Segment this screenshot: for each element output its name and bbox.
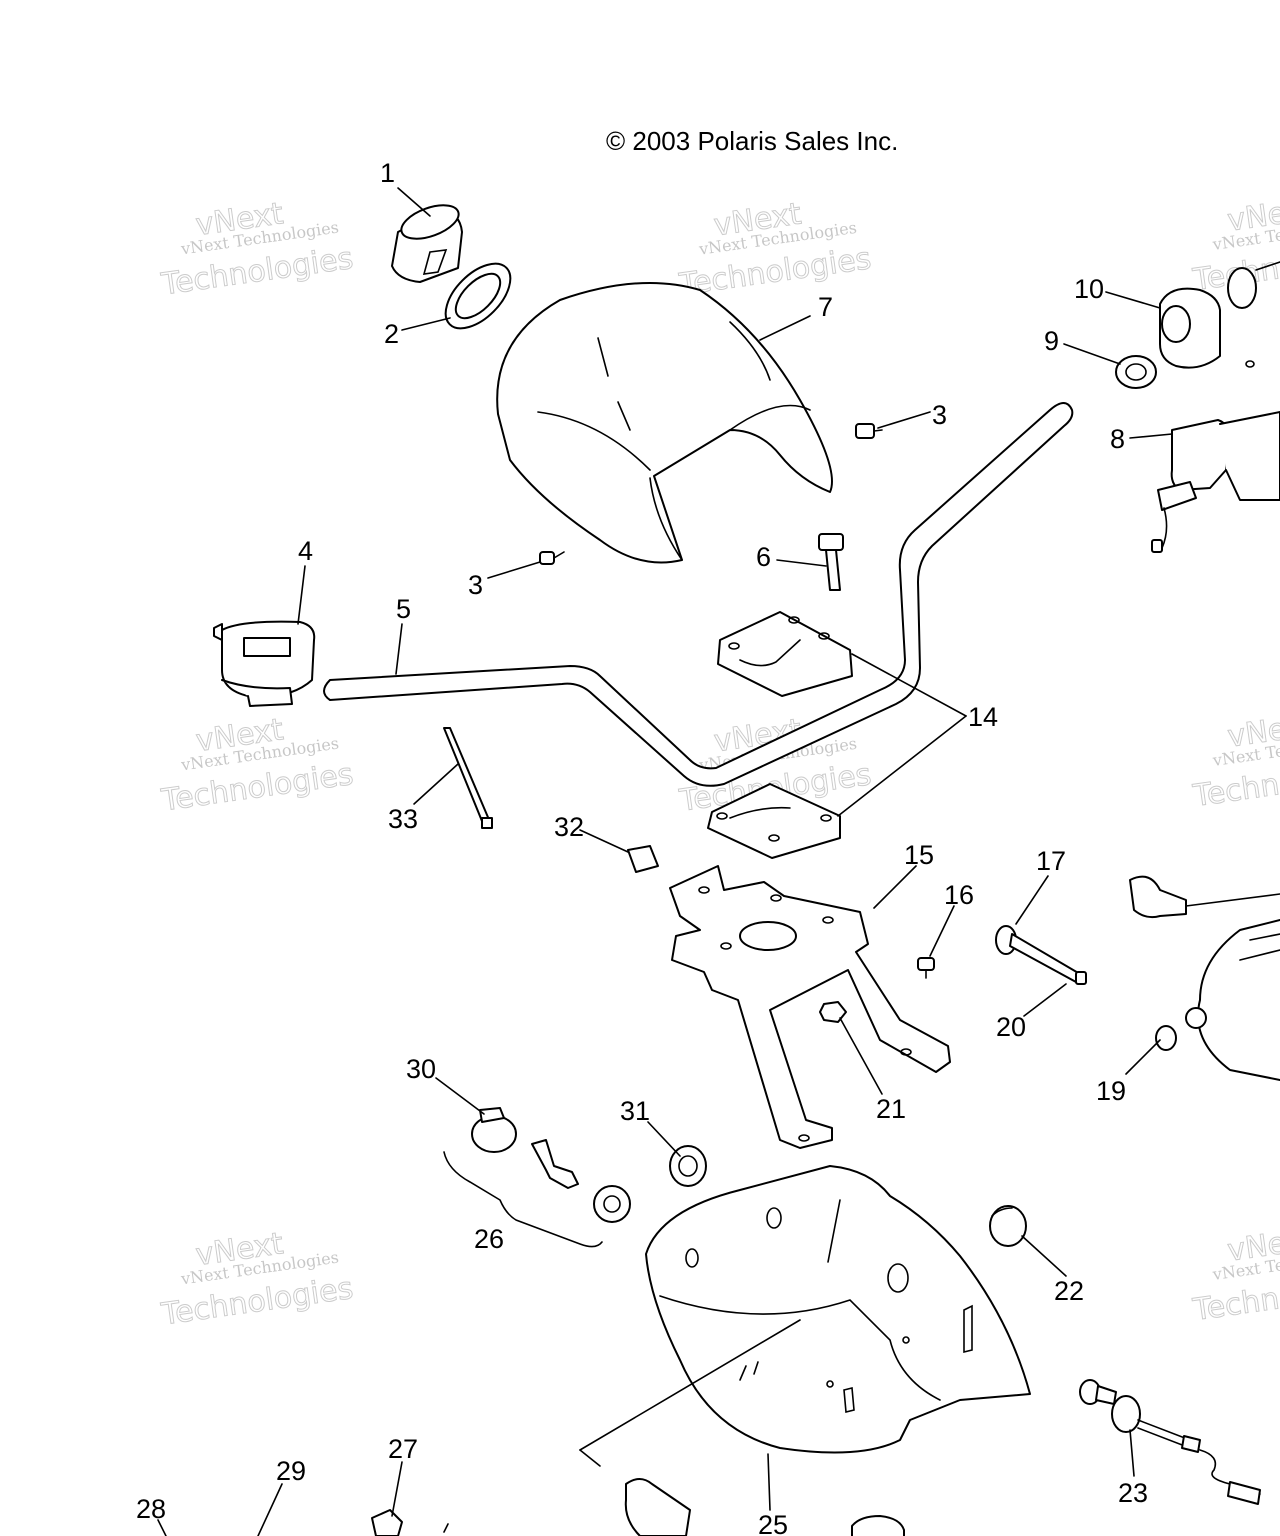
headlight-bulb xyxy=(1129,875,1280,919)
part-10-switch-block xyxy=(1159,261,1280,369)
part-26-key xyxy=(531,1139,579,1189)
part-17-adjuster-screw xyxy=(995,925,1087,985)
part-1-bushing xyxy=(391,204,463,283)
part-7-pod-cover xyxy=(496,281,833,564)
watermark-mid-right: vNext vNext Technologies Technologies xyxy=(1190,707,1280,814)
callout-25: 25 xyxy=(758,1510,788,1536)
callout-27: 27 xyxy=(388,1434,418,1464)
part-5-handlebar xyxy=(323,402,1074,787)
callout-4: 4 xyxy=(298,536,313,566)
part-2-ring xyxy=(444,262,512,330)
callout-20: 20 xyxy=(996,1012,1026,1042)
watermark-top-center: vNext vNext Technologies Technologies xyxy=(676,196,874,303)
bottom-connector xyxy=(624,1478,691,1536)
part-9-seal xyxy=(1115,355,1157,389)
watermark-bottom-left: vNext vNext Technologies Technologies xyxy=(158,1226,356,1333)
callout-29: 29 xyxy=(276,1456,306,1486)
watermark-mid-left: vNext vNext Technologies Technologies xyxy=(158,712,356,819)
callout-22: 22 xyxy=(1054,1276,1084,1306)
callout-17: 17 xyxy=(1036,846,1066,876)
part-19-o-ring xyxy=(1155,1025,1177,1051)
part-3-screw-lower xyxy=(539,551,565,565)
part-21-nut xyxy=(819,1001,847,1023)
watermark-bottom-right: vNext vNext Technologies Technologies xyxy=(1190,1221,1280,1328)
callout-26: 26 xyxy=(474,1224,504,1254)
watermark-top-left: vNext vNext Technologies Technologies xyxy=(158,196,356,303)
part-22-plug xyxy=(989,1205,1027,1247)
callout-28: 28 xyxy=(136,1494,166,1524)
part-15-bracket xyxy=(669,865,951,1149)
callout-33: 33 xyxy=(388,804,418,834)
callout-5: 5 xyxy=(396,594,411,624)
part-14-clamp-lower xyxy=(707,783,841,859)
callout-3-upper: 3 xyxy=(932,400,947,430)
part-30-cap xyxy=(471,1107,517,1153)
callout-2: 2 xyxy=(384,319,399,349)
callout-9: 9 xyxy=(1044,326,1059,356)
callout-15: 15 xyxy=(904,840,934,870)
callout-8: 8 xyxy=(1110,424,1125,454)
part-33-cable-tie xyxy=(443,727,493,829)
callout-16: 16 xyxy=(944,880,974,910)
callout-7: 7 xyxy=(818,292,833,322)
callout-32: 32 xyxy=(554,812,584,842)
part-26-nut xyxy=(593,1185,631,1223)
callout-19: 19 xyxy=(1096,1076,1126,1106)
part-14-clamp-upper xyxy=(717,611,853,697)
part-4-switch-housing xyxy=(213,620,316,707)
callout-14: 14 xyxy=(968,702,998,732)
part-32-clip xyxy=(627,845,659,873)
callout-30: 30 xyxy=(406,1054,436,1084)
part-23-speedo-cable xyxy=(1079,1379,1261,1505)
callout-1: 1 xyxy=(380,158,395,188)
headlight-housing xyxy=(1185,919,1280,1081)
part-16-screw xyxy=(917,957,935,979)
callout-21: 21 xyxy=(876,1094,906,1124)
part-27-screw xyxy=(371,1509,403,1536)
bottom-clamp xyxy=(851,1515,905,1536)
callout-10: 10 xyxy=(1074,274,1104,304)
part-6-bolt xyxy=(818,533,844,591)
bottom-wire xyxy=(443,1523,449,1533)
copyright-text: © 2003 Polaris Sales Inc. xyxy=(606,126,898,156)
callout-31: 31 xyxy=(620,1096,650,1126)
part-8-master-cylinder xyxy=(1151,360,1280,553)
callout-3-lower: 3 xyxy=(468,570,483,600)
callout-6: 6 xyxy=(756,542,771,572)
part-3-screw-upper xyxy=(855,423,883,439)
callout-23: 23 xyxy=(1118,1478,1148,1508)
leader-lines xyxy=(157,187,1173,1536)
